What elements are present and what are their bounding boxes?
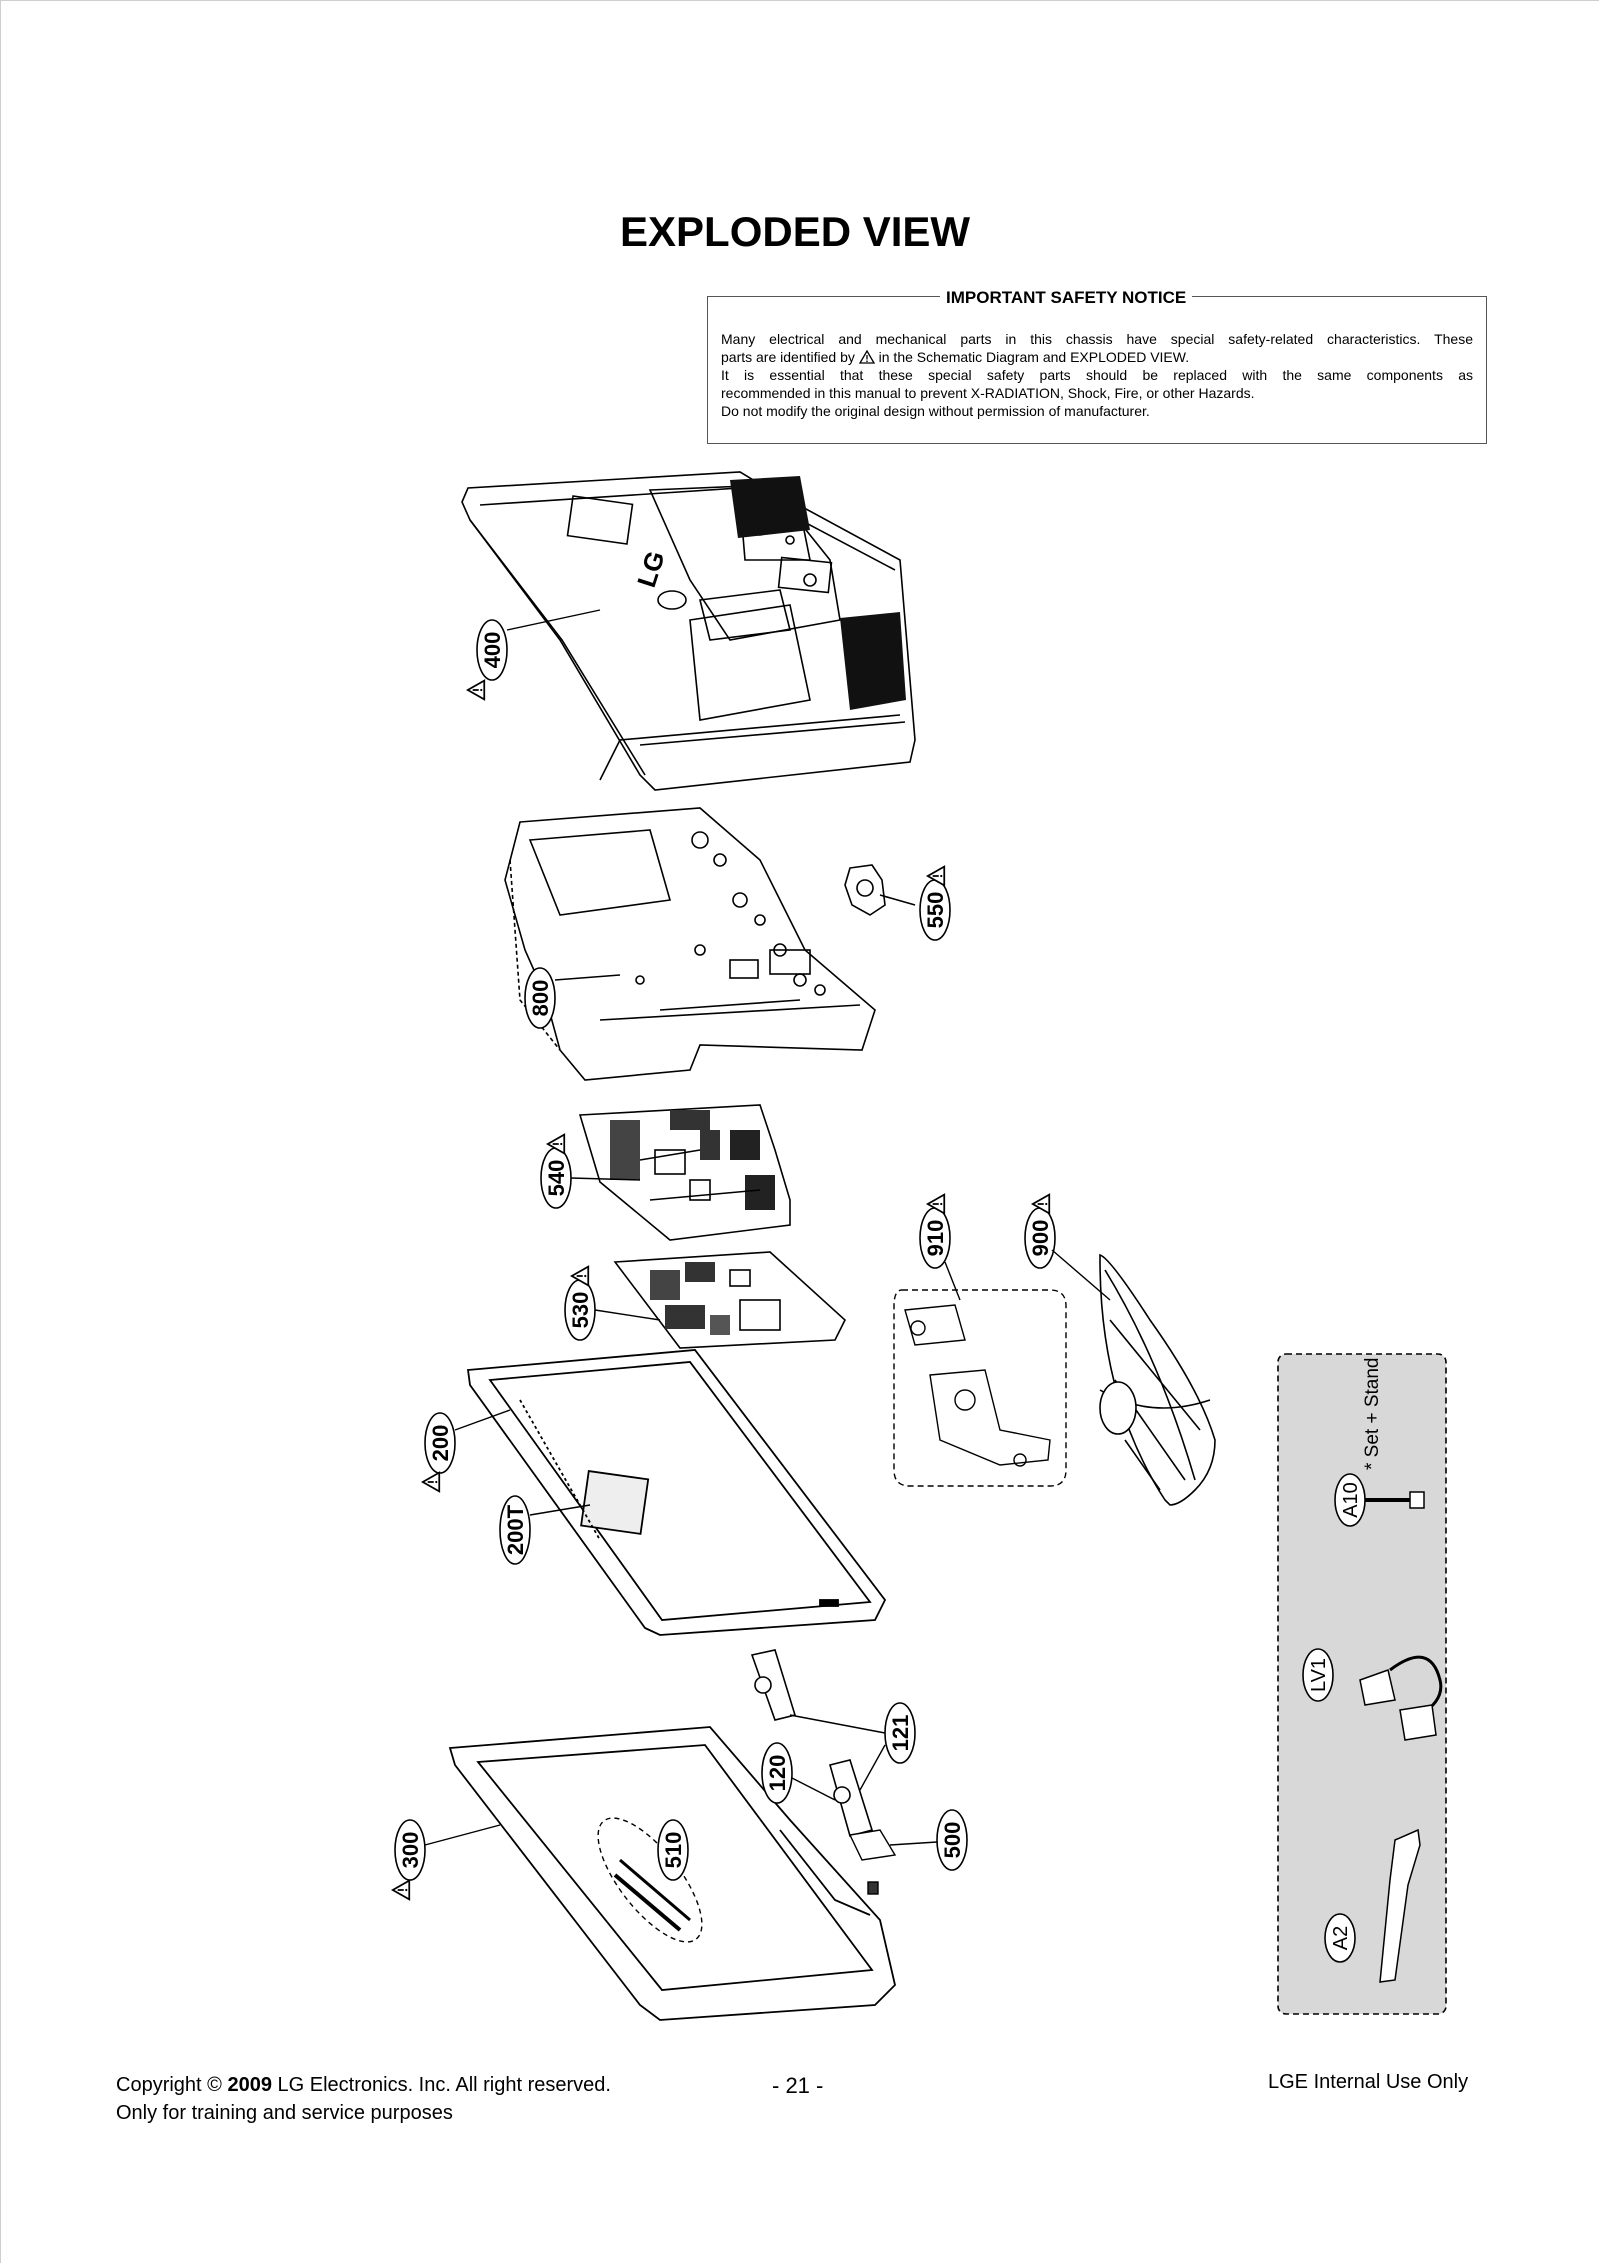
part-label-300: 300 [398, 1832, 423, 1869]
safety-notice-heading: IMPORTANT SAFETY NOTICE [940, 288, 1193, 308]
shield-plate [504, 807, 876, 1081]
side-board [848, 1829, 897, 1895]
notice-line-5: Do not modify the original design withou… [721, 403, 1150, 419]
footer-training: Only for training and service purposes [116, 2102, 453, 2124]
kit-label-a10: A10 [1340, 1482, 1362, 1518]
kit-screw [1355, 1491, 1425, 1509]
notice-line-2: parts are identified by in the Schematic… [721, 348, 1473, 366]
part-label-200: 200 [428, 1425, 453, 1462]
part-labels: 400 800 550 540 910 [391, 609, 1383, 1963]
part-label-400: 400 [480, 632, 505, 669]
panel-frame [466, 1349, 887, 1636]
kit-cable [1359, 1655, 1443, 1741]
part-label-910: 910 [923, 1220, 948, 1257]
notice-line-2a: parts are identified by [721, 349, 855, 365]
kit-title: * Set + Stand [1362, 1358, 1383, 1471]
stand-base [1099, 1253, 1216, 1506]
speakers [750, 1649, 874, 1837]
part-label-200t: 200T [503, 1504, 528, 1555]
page-number: - 21 - [772, 2073, 824, 2098]
back-cover-vent-bottom [840, 612, 906, 710]
safety-notice-body: Many electrical and mechanical parts in … [721, 330, 1473, 420]
part-label-540: 540 [544, 1160, 569, 1197]
footer-copyright: Copyright © 2009 LG Electronics. Inc. Al… [116, 2071, 611, 2127]
stand-bracket-group [893, 1289, 1067, 1487]
notice-line-3: It is essential that these special safet… [721, 367, 1473, 383]
part-label-550: 550 [923, 892, 948, 929]
notice-line-2b: in the Schematic Diagram and EXPLODED VI… [878, 349, 1190, 365]
part-label-800: 800 [528, 980, 553, 1017]
part-label-510: 510 [661, 1832, 686, 1869]
main-board [578, 1104, 791, 1241]
back-cover-vent-top [730, 476, 810, 538]
part-label-120: 120 [765, 1755, 790, 1792]
power-inlet [844, 864, 916, 916]
warning-triangle-icon [858, 350, 875, 364]
part-label-900: 900 [1028, 1220, 1053, 1257]
copyright-rest: LG Electronics. Inc. All right reserved. [277, 2074, 611, 2096]
copyright-year: 2009 [227, 2074, 272, 2096]
power-board [613, 1251, 846, 1349]
page-title: EXPLODED VIEW [620, 208, 971, 255]
part-label-530: 530 [568, 1292, 593, 1329]
copyright-prefix: Copyright © [116, 2074, 222, 2096]
back-cover: LG [461, 471, 916, 791]
part-label-121: 121 [888, 1715, 913, 1752]
notice-line-4: recommended in this manual to prevent X-… [721, 385, 1255, 401]
part-label-500: 500 [940, 1822, 965, 1859]
kit-stand-arm [1379, 1828, 1421, 1983]
notice-line-1: Many electrical and mechanical parts in … [721, 331, 1473, 347]
footer-internal: LGE Internal Use Only [1268, 2071, 1469, 2093]
kit-label-lv1: LV1 [1308, 1658, 1330, 1692]
kit-label-a2: A2 [1330, 1926, 1352, 1950]
